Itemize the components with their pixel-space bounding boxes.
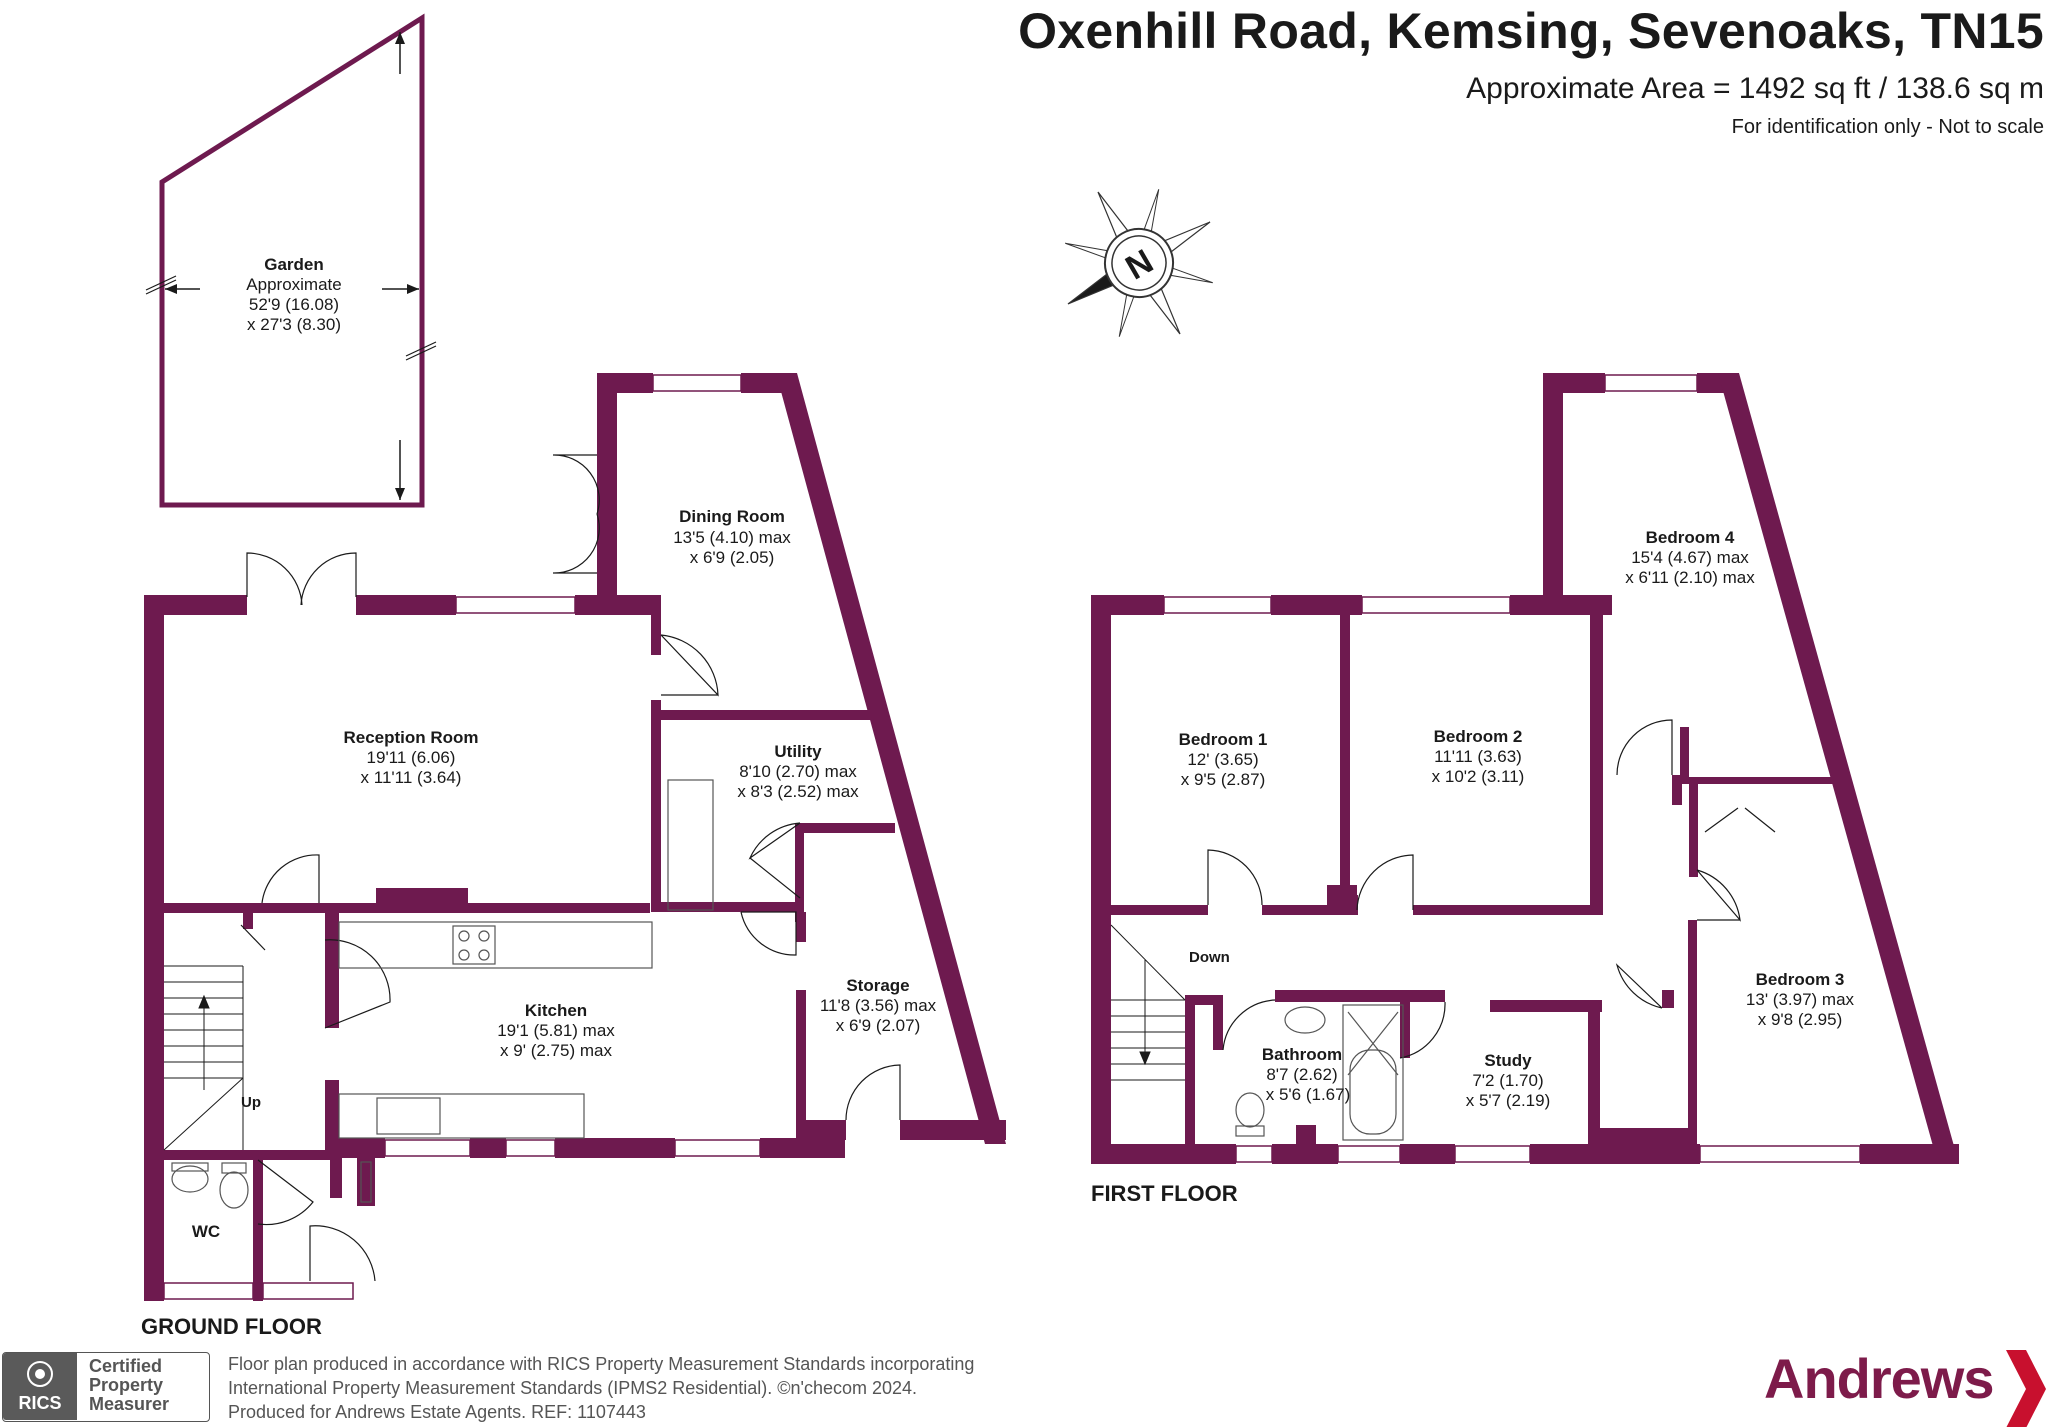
room-name: Study [1484,1051,1532,1070]
room-kitchen: Kitchen 19'1 (5.81) max x 9' (2.75) max [497,1001,615,1060]
approximate-area: Approximate Area = 1492 sq ft / 138.6 sq… [1466,72,2044,105]
room-dims: 15'4 (4.67) max [1631,548,1749,567]
room-dims: x 5'7 (2.19) [1466,1091,1551,1110]
room-study: Study 7'2 (1.70) x 5'7 (2.19) [1466,1051,1551,1110]
room-name: Bedroom 1 [1179,730,1268,749]
room-dims: x 9'5 (2.87) [1181,770,1266,789]
ground-floor-windows [163,374,761,1300]
room-dims: 13' (3.97) max [1746,990,1855,1009]
kitchen-fittings [338,779,714,1203]
first-floor-stairs [1110,924,1186,1081]
room-dims: x 8'3 (2.52) max [737,782,859,801]
room-name: Utility [774,742,822,761]
garden-outline [145,13,437,508]
room-dims: 19'1 (5.81) max [497,1021,615,1040]
room-reception: Reception Room 19'11 (6.06) x 11'11 (3.6… [343,728,478,787]
room-dims: x 11'11 (3.64) [361,768,462,787]
room-storage: Storage 11'8 (3.56) max x 6'9 (2.07) [820,976,937,1035]
footer-line: Floor plan produced in accordance with R… [228,1354,975,1374]
room-dims: x 6'9 (2.07) [836,1016,921,1035]
room-wc: WC [192,1222,220,1241]
compass [1065,189,1213,337]
room-dining: Dining Room 13'5 (4.10) max x 6'9 (2.05) [673,507,791,567]
disclaimer: For identification only - Not to scale [1731,116,2044,138]
room-dims: x 6'9 (2.05) [690,548,775,567]
rics-certified-badge: RICS Certified Property Measurer [2,1352,210,1422]
room-name: Kitchen [525,1001,587,1020]
room-bedroom-2: Bedroom 2 11'11 (3.63) x 10'2 (3.11) [1432,727,1525,786]
room-dims: 8'10 (2.70) max [739,762,857,781]
room-name: Bedroom 4 [1646,528,1735,547]
room-name: Reception Room [343,728,478,747]
room-name: Bathroom [1262,1045,1342,1064]
badge-line: Certified [89,1356,163,1376]
wc-fittings [171,1162,249,1209]
room-name: Bedroom 2 [1434,727,1523,746]
stairs-up-label: Up [241,1094,261,1111]
footer-notes: Floor plan produced in accordance with R… [228,1352,974,1424]
stairs-down-label: Down [1189,949,1230,966]
room-bathroom: Bathroom 8'7 (2.62) x 5'6 (1.67) [1262,1045,1350,1104]
room-utility: Utility 8'10 (2.70) max x 8'3 (2.52) max [737,742,859,801]
room-bedroom-3: Bedroom 3 13' (3.97) max x 9'8 (2.95) [1746,970,1855,1029]
room-dims: x 10'2 (3.11) [1432,767,1525,786]
room-dims: 19'11 (6.06) [367,748,456,767]
room-dims: 12' (3.65) [1187,750,1258,769]
ground-floor-label: GROUND FLOOR [141,1314,322,1339]
room-name: Garden [264,255,324,274]
room-dims: 13'5 (4.10) max [673,528,791,547]
room-dims: 8'7 (2.62) [1266,1065,1337,1084]
first-floor-label: FIRST FLOOR [1091,1181,1238,1206]
first-floor-walls [1091,373,1959,1164]
room-dims: x 9'8 (2.95) [1758,1010,1843,1029]
ground-floor-stairs [163,965,244,1151]
page-title: Oxenhill Road, Kemsing, Sevenoaks, TN15 [1018,3,2044,59]
badge-line: Measurer [89,1394,170,1414]
room-dims: x 27'3 (8.30) [247,315,341,334]
brand-logo: Andrews [1764,1347,1994,1410]
room-name: Storage [846,976,909,995]
room-dims: 11'8 (3.56) max [820,996,937,1015]
room-dims: 52'9 (16.08) [249,295,339,314]
lion-head-icon [27,1361,53,1387]
room-dims: x 5'6 (1.67) [1266,1085,1351,1104]
brand-chevron-icon [2006,1350,2046,1427]
badge-line: Property [89,1375,164,1395]
rics-badge-text: Certified Property Measurer [89,1357,169,1414]
room-dims: 11'11 (3.63) [1434,747,1522,766]
footer-line: International Property Measurement Stand… [228,1378,918,1398]
ground-floor-doors [240,454,901,1282]
first-floor-doors [1207,719,1776,1059]
footer-line: Produced for Andrews Estate Agents. REF:… [228,1402,646,1422]
ground-floor-walls [144,373,1006,1301]
rics-logo: RICS [3,1353,77,1420]
room-dims: Approximate [246,275,341,294]
room-name: Dining Room [679,507,785,526]
first-floor-windows [1163,374,1861,1163]
room-dims: 7'2 (1.70) [1472,1071,1543,1090]
room-dims: x 6'11 (2.10) max [1625,568,1755,587]
room-bedroom-1: Bedroom 1 12' (3.65) x 9'5 (2.87) [1179,730,1268,789]
bathroom-fittings [1235,1004,1404,1141]
room-garden: Garden Approximate 52'9 (16.08) x 27'3 (… [246,255,341,334]
room-name: Bedroom 3 [1756,970,1845,989]
room-bedroom-4: Bedroom 4 15'4 (4.67) max x 6'11 (2.10) … [1625,528,1755,587]
room-dims: x 9' (2.75) max [500,1041,612,1060]
rics-logo-text: RICS [18,1393,62,1413]
